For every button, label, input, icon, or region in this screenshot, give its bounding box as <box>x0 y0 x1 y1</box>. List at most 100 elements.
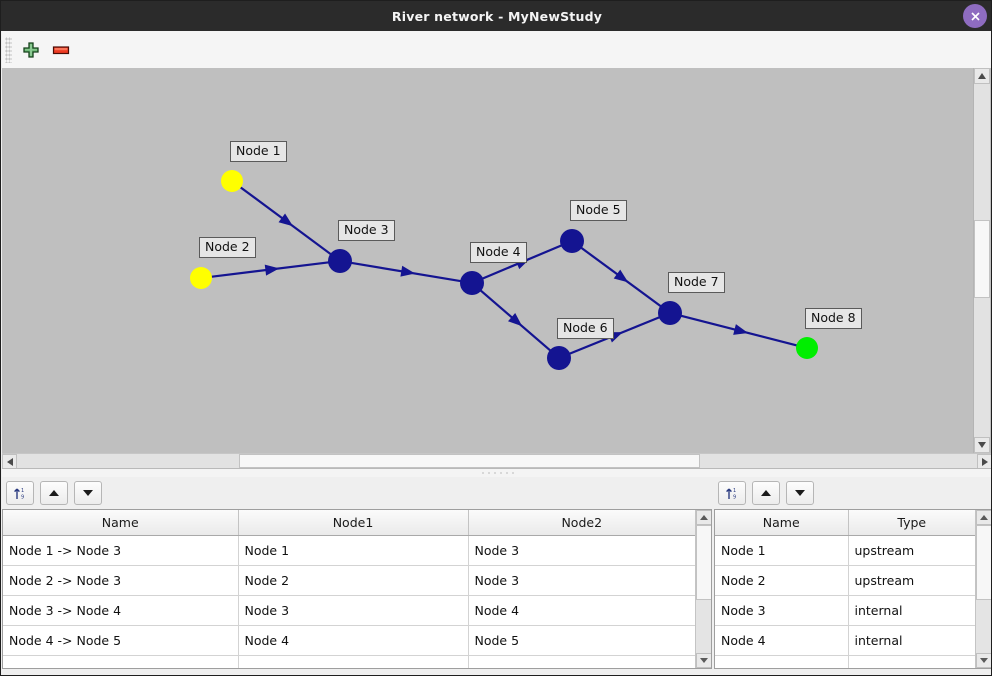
links-table-scrollbar[interactable] <box>695 510 711 668</box>
cell-name[interactable]: Node 1 <box>715 535 849 566</box>
delete-node-button[interactable] <box>46 36 76 64</box>
column-header-type[interactable]: Type <box>848 510 975 536</box>
diagram-vertical-scrollbar[interactable] <box>973 68 990 453</box>
nodes-scroll-up-button[interactable] <box>976 510 991 525</box>
nodes-toolbar: 1 9 <box>714 479 814 506</box>
node-label-node-7[interactable]: Node 7 <box>668 272 725 293</box>
node-label-node-5[interactable]: Node 5 <box>570 200 627 221</box>
cell-node2[interactable]: Node 3 <box>468 565 695 596</box>
node-label-node-8[interactable]: Node 8 <box>805 308 862 329</box>
cell-name[interactable] <box>715 655 849 668</box>
node-label-node-3[interactable]: Node 3 <box>338 220 395 241</box>
cell-type[interactable]: internal <box>848 595 975 626</box>
network-diagram-canvas[interactable]: Node 1 Node 2 Node 3 Node 4 Node 5 Node 6 Node… <box>2 68 991 468</box>
diagram-horizontal-scrollbar[interactable] <box>2 453 991 469</box>
plus-icon <box>23 41 39 58</box>
graph-node-node-6[interactable] <box>547 346 571 370</box>
cell-name[interactable]: Node 2 -> Node 3 <box>3 565 239 596</box>
triangle-up-icon <box>700 515 708 520</box>
edge-arrowhead-icon <box>733 324 749 335</box>
cell-type[interactable]: upstream <box>848 535 975 566</box>
nodes-table-scrollbar[interactable] <box>975 510 991 668</box>
cell-name[interactable]: Node 3 <box>715 595 849 626</box>
cell-name[interactable]: Node 2 <box>715 565 849 596</box>
edges-layer <box>210 186 798 355</box>
column-header-name[interactable]: Name <box>715 510 849 536</box>
scroll-track-left[interactable] <box>17 454 239 468</box>
triangle-up-icon <box>49 489 59 496</box>
column-header-name[interactable]: Name <box>3 510 239 536</box>
scroll-up-button[interactable] <box>974 68 990 84</box>
scroll-thumb-horizontal[interactable] <box>239 454 700 468</box>
scroll-down-button[interactable] <box>974 437 990 453</box>
links-scroll-thumb[interactable] <box>696 525 711 600</box>
triangle-right-icon <box>981 457 988 466</box>
graph-node-node-4[interactable] <box>460 271 484 295</box>
cell-node2[interactable]: Node 3 <box>468 535 695 566</box>
nodes-scroll-thumb[interactable] <box>976 525 991 600</box>
svg-text:1: 1 <box>733 488 736 494</box>
cell-name[interactable]: Node 3 -> Node 4 <box>3 595 239 626</box>
nodes-sort-button[interactable]: 1 9 <box>718 480 746 505</box>
links-move-up-button[interactable] <box>40 480 68 505</box>
cell-node2[interactable]: Node 4 <box>468 595 695 626</box>
graph-node-node-1[interactable] <box>221 170 243 192</box>
cell-node1[interactable]: Node 4 <box>238 625 469 656</box>
links-sort-button[interactable]: 1 9 <box>6 480 34 505</box>
node-label-node-4[interactable]: Node 4 <box>470 242 527 263</box>
cell-type[interactable] <box>848 655 975 668</box>
cell-node2[interactable]: Node 5 <box>468 625 695 656</box>
cell-node1[interactable]: Node 1 <box>238 535 469 566</box>
column-header-node1[interactable]: Node1 <box>238 510 469 536</box>
node-label-node-2[interactable]: Node 2 <box>199 237 256 258</box>
panel-splitter[interactable] <box>2 468 991 477</box>
scroll-thumb[interactable] <box>974 220 990 298</box>
toolbar-drag-handle[interactable] <box>5 36 12 63</box>
cell-name[interactable]: Node 1 -> Node 3 <box>3 535 239 566</box>
links-move-down-button[interactable] <box>74 480 102 505</box>
nodes-table-row[interactable] <box>715 655 975 668</box>
cell-node1[interactable] <box>238 655 469 668</box>
cell-name[interactable]: Node 4 <box>715 625 849 656</box>
cell-name[interactable] <box>3 655 239 668</box>
cell-node2[interactable] <box>468 655 695 668</box>
links-table-row[interactable] <box>3 655 695 668</box>
graph-node-node-7[interactable] <box>658 301 682 325</box>
links-scroll-up-button[interactable] <box>696 510 711 525</box>
scroll-track-right[interactable] <box>700 454 977 468</box>
column-header-node2[interactable]: Node2 <box>468 510 695 536</box>
graph-node-node-8[interactable] <box>796 337 818 359</box>
node-label-node-1[interactable]: Node 1 <box>230 141 287 162</box>
scroll-right-button[interactable] <box>977 454 991 469</box>
cell-node1[interactable]: Node 3 <box>238 595 469 626</box>
nodes-move-up-button[interactable] <box>752 480 780 505</box>
cell-name[interactable]: Node 4 -> Node 5 <box>3 625 239 656</box>
graph-node-node-2[interactable] <box>190 267 212 289</box>
node-label-node-6[interactable]: Node 6 <box>557 318 614 339</box>
close-button[interactable] <box>963 4 987 28</box>
links-scroll-down-button[interactable] <box>696 653 711 668</box>
graph-node-node-5[interactable] <box>560 229 584 253</box>
add-node-button[interactable] <box>16 36 46 64</box>
graph-node-node-3[interactable] <box>328 249 352 273</box>
triangle-down-icon <box>700 658 708 663</box>
scroll-left-button[interactable] <box>2 454 17 469</box>
nodes-scroll-down-button[interactable] <box>976 653 991 668</box>
cell-type[interactable]: internal <box>848 625 975 656</box>
cell-type[interactable]: upstream <box>848 565 975 596</box>
cell-node1[interactable]: Node 2 <box>238 565 469 596</box>
nodes-move-down-button[interactable] <box>786 480 814 505</box>
